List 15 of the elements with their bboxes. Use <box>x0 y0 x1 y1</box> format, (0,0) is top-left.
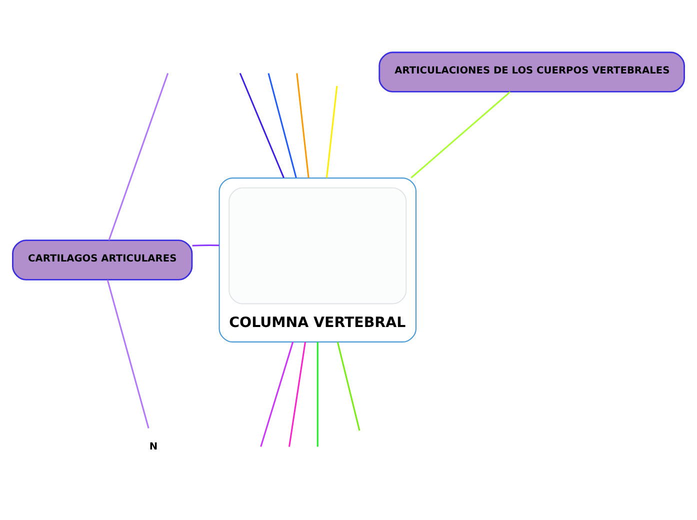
connector <box>260 342 294 447</box>
connector <box>326 86 338 178</box>
connector <box>108 73 169 241</box>
connector <box>239 72 284 178</box>
connector <box>296 73 310 178</box>
connector <box>316 342 318 447</box>
node-box: CARTILAGOS ARTICULARES <box>12 240 193 280</box>
connector <box>288 342 306 447</box>
connector <box>410 91 511 178</box>
connector <box>192 244 220 246</box>
node-text: N <box>149 441 158 452</box>
connector <box>106 280 150 428</box>
connector <box>336 342 360 431</box>
connector <box>268 73 297 178</box>
node-box: ARTICULACIONES DE LOS CUERPOS VERTEBRALES <box>378 52 685 92</box>
